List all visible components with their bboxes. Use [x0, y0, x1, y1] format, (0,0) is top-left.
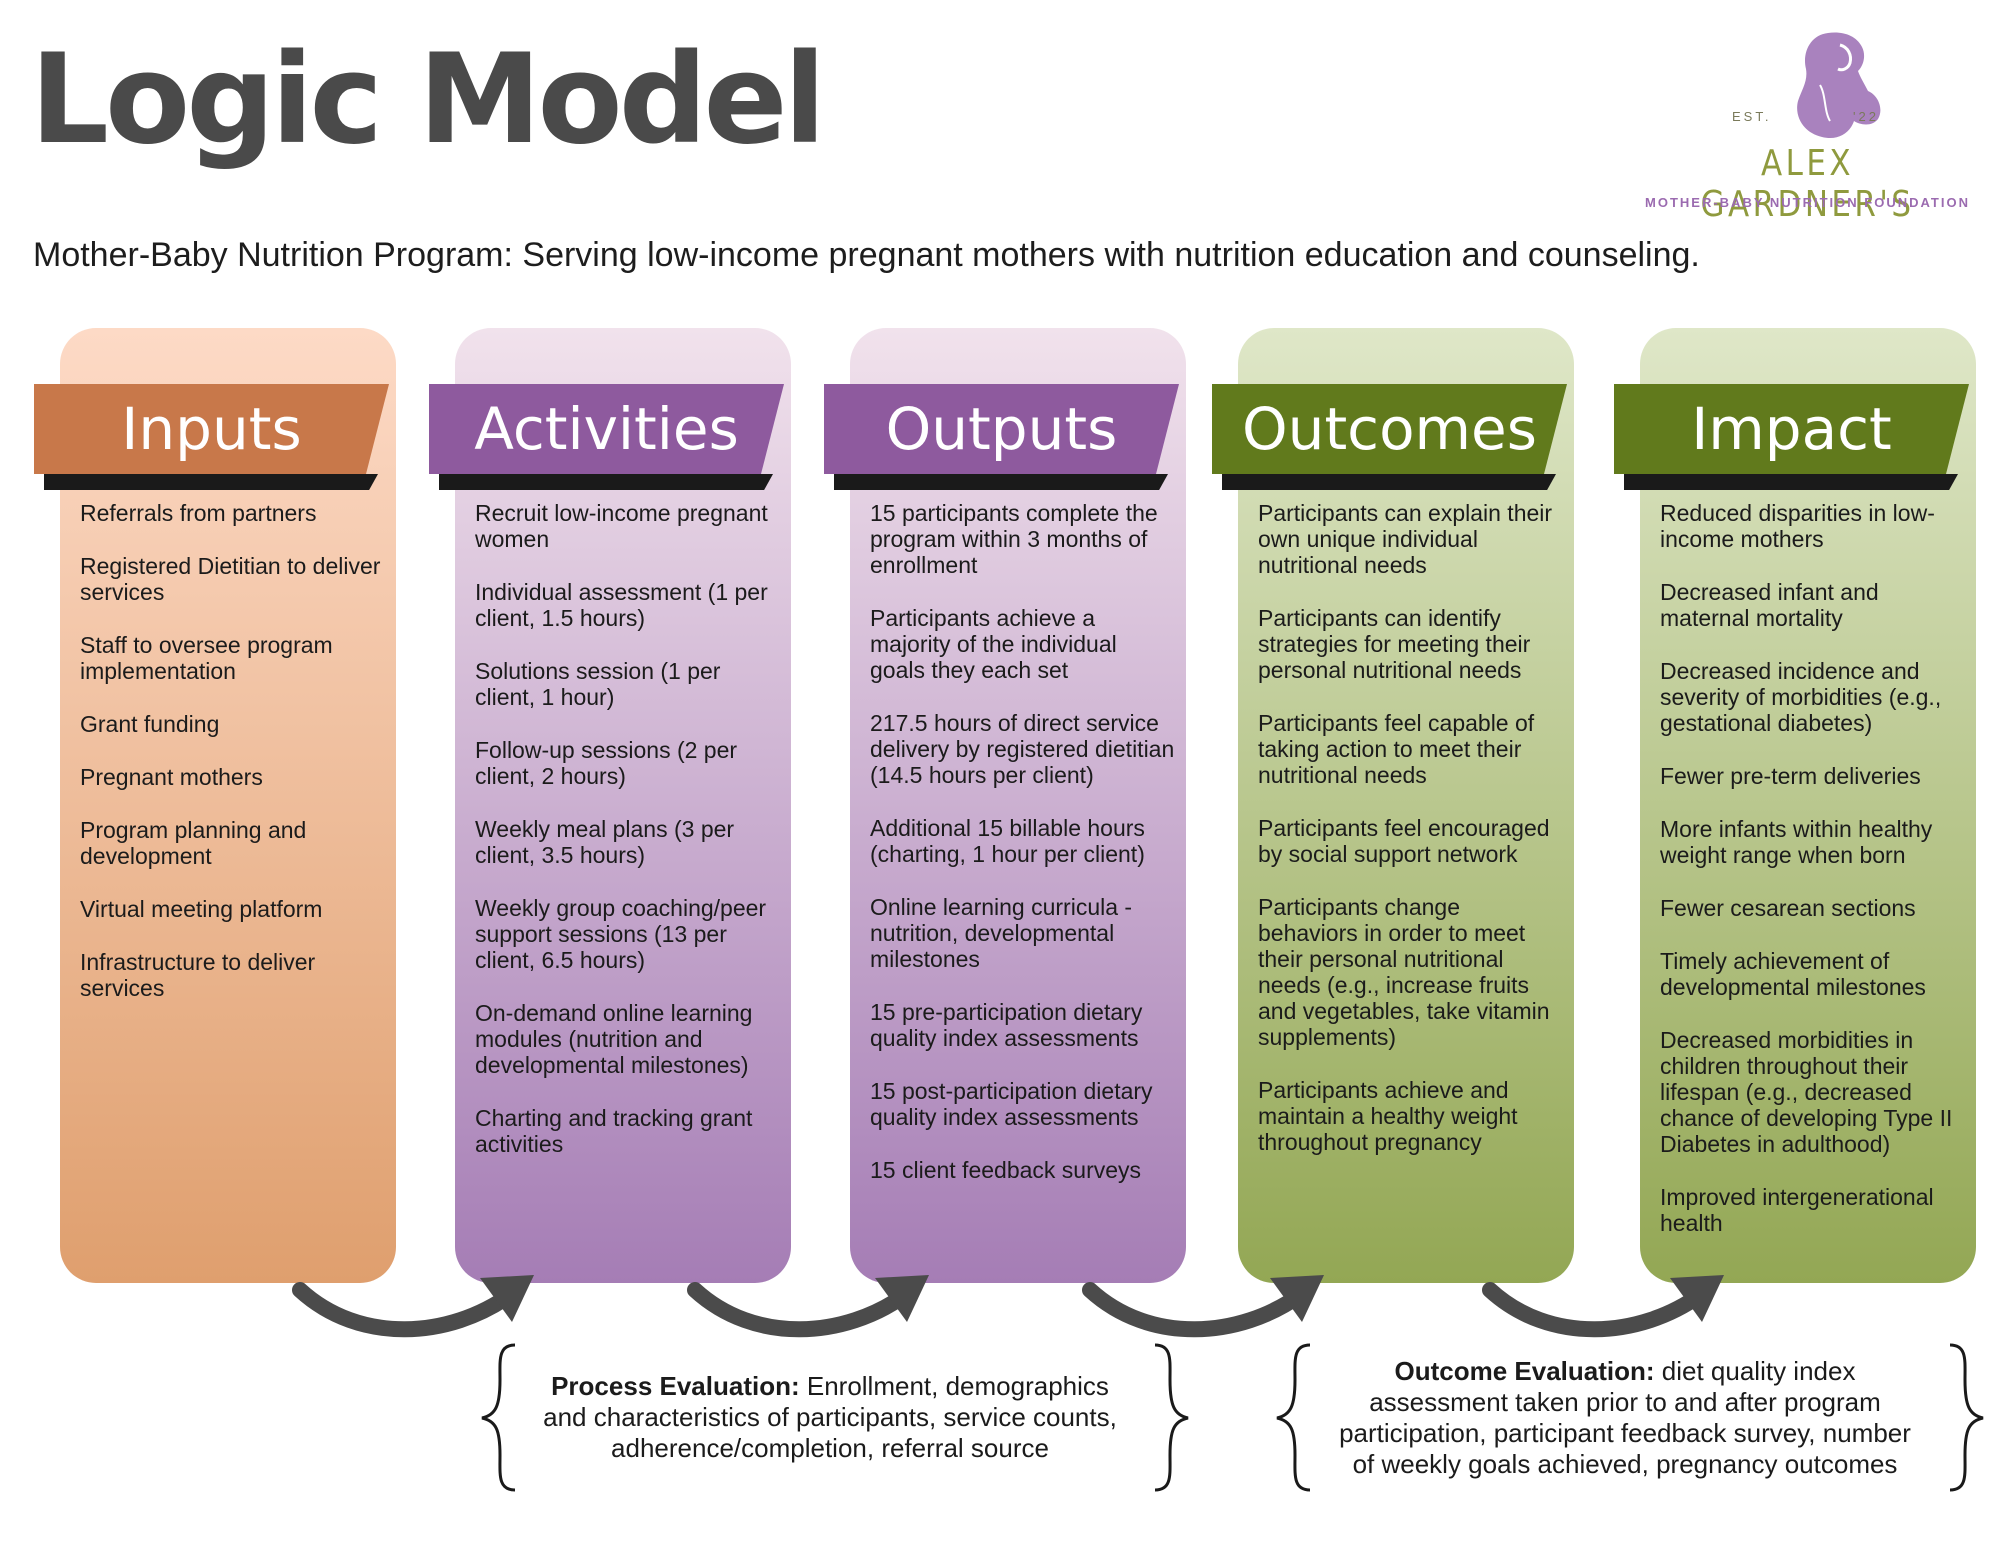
- list-item: Participants change behaviors in order t…: [1258, 894, 1550, 1050]
- list-item: Timely achievement of developmental mile…: [1660, 948, 1926, 1000]
- list-item: 15 participants complete the program wit…: [870, 500, 1158, 578]
- outcomes-title: Outcomes: [1242, 395, 1537, 463]
- list-item: Pregnant mothers: [80, 764, 263, 790]
- list-item: Individual assessment (1 per client, 1.5…: [475, 579, 768, 631]
- list-item: Reduced disparities in low-income mother…: [1660, 500, 1935, 552]
- pregnant-mother-silhouette-icon: [1797, 32, 1881, 139]
- arrow-head-4: [1670, 1275, 1724, 1322]
- process-evaluation-label: Process Evaluation:: [551, 1371, 800, 1401]
- list-item: Weekly meal plans (3 per client, 3.5 hou…: [475, 816, 735, 868]
- outcomes-banner-shape: [1212, 384, 1567, 490]
- list-item: Decreased morbidities in children throug…: [1660, 1027, 1953, 1157]
- list-item: Infrastructure to deliver services: [80, 949, 316, 1001]
- list-item: Participants feel capable of taking acti…: [1258, 710, 1535, 788]
- process-evaluation: Process Evaluation: Enrollment, demograp…: [510, 1345, 1150, 1490]
- list-item: Additional 15 billable hours (charting, …: [870, 815, 1145, 867]
- inputs-header: Inputs: [34, 384, 394, 490]
- outputs-header: Outputs: [824, 384, 1184, 490]
- outputs-banner-shape: [824, 384, 1179, 490]
- arrow-head-3: [1270, 1275, 1324, 1322]
- activities-title: Activities: [474, 395, 739, 463]
- impact-list: Reduced disparities in low-income mother…: [1660, 500, 1965, 1263]
- list-item: Solutions session (1 per client, 1 hour): [475, 658, 721, 710]
- list-item: On-demand online learning modules (nutri…: [475, 1000, 753, 1078]
- outputs-list: 15 participants complete the program wit…: [870, 500, 1175, 1210]
- activities-banner-shape: [429, 384, 784, 490]
- list-item: Participants feel encouraged by social s…: [1258, 815, 1550, 867]
- inputs-banner-shape: [34, 384, 389, 490]
- list-item: Follow-up sessions (2 per client, 2 hour…: [475, 737, 738, 789]
- process-left-brace: [481, 1343, 516, 1492]
- arrow-head-1: [480, 1275, 534, 1322]
- list-item: Participants can identify strategies for…: [1258, 605, 1531, 683]
- activities-list: Recruit low-income pregnant women Indivi…: [475, 500, 780, 1184]
- outcome-evaluation: Outcome Evaluation: diet quality index a…: [1305, 1345, 1945, 1490]
- list-item: Fewer cesarean sections: [1660, 895, 1916, 921]
- list-item: Online learning curricula - nutrition, d…: [870, 894, 1133, 972]
- list-item: Grant funding: [80, 711, 220, 737]
- activities-column: Activities Recruit low-income pregnant w…: [429, 328, 791, 1283]
- list-item: 217.5 hours of direct service delivery b…: [870, 710, 1175, 788]
- list-item: Fewer pre-term deliveries: [1660, 763, 1921, 789]
- flow-arrow-2: [687, 1282, 913, 1338]
- page-title: Logic Model: [30, 28, 826, 172]
- list-item: Referrals from partners: [80, 500, 317, 526]
- impact-header: Impact: [1614, 384, 1974, 490]
- list-item: 15 pre-participation dietary quality ind…: [870, 999, 1143, 1051]
- list-item: 15 post-participation dietary quality in…: [870, 1078, 1153, 1130]
- list-item: Registered Dietitian to deliver services: [80, 553, 381, 605]
- outcome-right-brace: [1949, 1343, 1984, 1492]
- outcome-left-brace: [1276, 1343, 1311, 1492]
- list-item: Recruit low-income pregnant women: [475, 500, 768, 552]
- inputs-column: Inputs Referrals from partners Registere…: [34, 328, 396, 1283]
- list-item: Program planning and development: [80, 817, 307, 869]
- flow-arrow-3: [1082, 1282, 1308, 1338]
- inputs-title: Inputs: [121, 395, 302, 463]
- list-item: Virtual meeting platform: [80, 896, 323, 922]
- impact-title: Impact: [1691, 395, 1892, 463]
- process-right-brace: [1154, 1343, 1189, 1492]
- outcome-evaluation-label: Outcome Evaluation:: [1394, 1355, 1655, 1386]
- impact-banner-shape: [1614, 384, 1969, 490]
- logo-year-label: '22: [1853, 109, 1879, 124]
- logo-est-label: EST.: [1732, 109, 1772, 124]
- arrow-head-2: [875, 1275, 929, 1322]
- outcomes-header: Outcomes: [1212, 384, 1572, 490]
- foundation-logo: EST. '22 ALEX GARDNER'S MOTHER-BABY NUTR…: [1630, 25, 1985, 225]
- outcome-evaluation-text: diet quality index assessment taken prio…: [1339, 1355, 1911, 1479]
- outputs-title: Outputs: [885, 395, 1118, 463]
- list-item: Participants can explain their own uniqu…: [1258, 500, 1553, 578]
- list-item: Improved intergenerational health: [1660, 1184, 1934, 1236]
- list-item: Decreased infant and maternal mortality: [1660, 579, 1879, 631]
- activities-header: Activities: [429, 384, 789, 490]
- list-item: 15 client feedback surveys: [870, 1157, 1142, 1183]
- process-evaluation-text: Enrollment, demographics and characteris…: [543, 1371, 1117, 1463]
- logo-name: ALEX GARDNER'S: [1700, 143, 1915, 225]
- list-item: Weekly group coaching/peer support sessi…: [475, 895, 767, 973]
- flow-arrow-4: [1482, 1282, 1708, 1338]
- list-item: Staff to oversee program implementation: [80, 632, 333, 684]
- list-item: Participants achieve and maintain a heal…: [1258, 1077, 1518, 1155]
- inputs-list: Referrals from partners Registered Dieti…: [80, 500, 385, 1028]
- impact-column: Impact Reduced disparities in low-income…: [1614, 328, 1976, 1283]
- outputs-column: Outputs 15 participants complete the pro…: [824, 328, 1186, 1283]
- page-subtitle: Mother-Baby Nutrition Program: Serving l…: [33, 236, 1700, 274]
- list-item: Participants achieve a majority of the i…: [870, 605, 1117, 683]
- outcomes-column: Outcomes Participants can explain their …: [1212, 328, 1574, 1283]
- outcomes-list: Participants can explain their own uniqu…: [1258, 500, 1563, 1182]
- flow-arrow-1: [292, 1282, 518, 1338]
- list-item: Charting and tracking grant activities: [475, 1105, 753, 1157]
- list-item: Decreased incidence and severity of morb…: [1660, 658, 1942, 736]
- list-item: More infants within healthy weight range…: [1660, 816, 1933, 868]
- logo-tagline: MOTHER-BABY NUTRITION FOUNDATION: [1645, 195, 1970, 210]
